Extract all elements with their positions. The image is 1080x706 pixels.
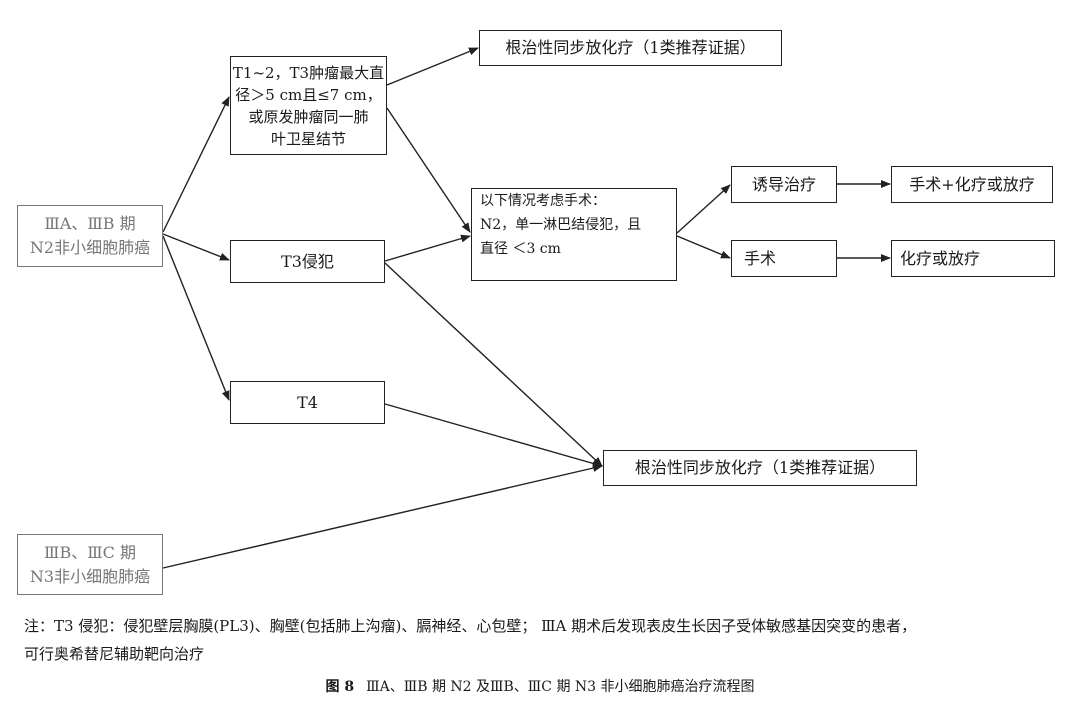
node-t4: T4 xyxy=(230,381,385,424)
footnote-line-1: 注：T3 侵犯：侵犯壁层胸膜(PL3)、胸壁(包括肺上沟瘤)、膈神经、心包壁； … xyxy=(24,617,917,635)
node-t3: T3侵犯 xyxy=(230,240,385,283)
arrow-t12-to-ccrt-top xyxy=(386,47,479,86)
node-ccrt-bottom: 根治性同步放化疗（1类推荐证据） xyxy=(603,450,917,486)
arrow-stage3ab-to-t3 xyxy=(162,233,230,261)
node-stage-3ab-line-2: N2非小细胞肺癌 xyxy=(29,238,151,257)
figure-caption: 图 8 ⅢA、ⅢB 期 N2 及ⅢB、ⅢC 期 N3 非小细胞肺癌治疗流程图 xyxy=(0,676,1080,696)
node-stage-3bc-line-2: N3非小细胞肺癌 xyxy=(29,566,151,586)
arrow-surgery-cond-to-induction xyxy=(676,184,731,234)
node-chemo-rt: 化疗或放疗 xyxy=(891,240,1055,277)
node-stage-3ab-line-1: ⅢA、ⅢB 期 xyxy=(44,214,136,233)
arrow-stage3bc-to-ccrt-bottom xyxy=(162,464,603,569)
node-surg-chemo-rt-label: 手术+化疗或放疗 xyxy=(909,174,1035,194)
arrow-t3-to-ccrt-bottom xyxy=(384,262,603,467)
node-surgery-cond: 以下情况考虑手术： N2，单一淋巴结侵犯，且 直径 ＜3 cm xyxy=(471,188,677,281)
node-chemo-rt-label: 化疗或放疗 xyxy=(900,248,981,268)
node-t4-label: T4 xyxy=(297,392,318,412)
node-ccrt-top-label: 根治性同步放化疗（1类推荐证据） xyxy=(505,38,756,57)
figure-title: ⅢA、ⅢB 期 N2 及ⅢB、ⅢC 期 N3 非小细胞肺癌治疗流程图 xyxy=(366,679,755,695)
node-t12-line-2: 径＞5 cm且≤7 cm， xyxy=(235,85,382,104)
node-induction: 诱导治疗 xyxy=(731,166,837,203)
node-t12-line-4: 叶卫星结节 xyxy=(270,129,346,148)
node-surgery-label: 手术 xyxy=(744,248,777,268)
arrow-t12-to-surgery-cond xyxy=(386,107,471,233)
node-stage-3ab: ⅢA、ⅢB 期 N2非小细胞肺癌 xyxy=(17,205,163,267)
node-t12: T1~2，T3肿瘤最大直 径＞5 cm且≤7 cm， 或原发肿瘤同一肺 叶卫星结… xyxy=(230,56,387,155)
node-ccrt-bottom-label: 根治性同步放化疗（1类推荐证据） xyxy=(634,458,886,477)
footnote-line-2: 可行奥希替尼辅助靶向治疗 xyxy=(24,645,205,663)
node-t3-label: T3侵犯 xyxy=(281,251,334,271)
figure-label: 图 8 xyxy=(325,679,355,695)
node-induction-label: 诱导治疗 xyxy=(751,174,816,194)
footnote: 注：T3 侵犯：侵犯壁层胸膜(PL3)、胸壁(包括肺上沟瘤)、膈神经、心包壁； … xyxy=(24,612,1064,668)
node-stage-3bc-line-1: ⅢB、ⅢC 期 xyxy=(44,542,136,562)
node-t12-line-1: T1~2，T3肿瘤最大直 xyxy=(232,63,385,82)
node-t12-line-3: 或原发肿瘤同一肺 xyxy=(248,107,369,126)
treatment-flowchart: ⅢA、ⅢB 期 N2非小细胞肺癌 T1~2，T3肿瘤最大直 径＞5 cm且≤7 … xyxy=(17,30,1055,595)
connector-layer xyxy=(162,47,891,569)
arrow-stage3ab-to-t12 xyxy=(162,96,230,233)
node-surgery-cond-line-3: 直径 ＜3 cm xyxy=(480,241,561,257)
node-surgery: 手术 xyxy=(731,240,837,277)
node-ccrt-top: 根治性同步放化疗（1类推荐证据） xyxy=(479,30,782,66)
node-surgery-cond-line-1: 以下情况考虑手术： xyxy=(480,193,606,209)
node-surg-chemo-rt: 手术+化疗或放疗 xyxy=(891,166,1053,203)
arrow-surgery-cond-to-surgery xyxy=(676,235,731,259)
arrow-stage3ab-to-t4 xyxy=(162,235,230,401)
arrow-t4-to-ccrt-bottom xyxy=(384,403,603,468)
node-stage-3bc: ⅢB、ⅢC 期 N3非小细胞肺癌 xyxy=(17,534,163,595)
node-surgery-cond-line-2: N2，单一淋巴结侵犯，且 xyxy=(480,217,642,233)
arrow-t3-to-surgery-cond xyxy=(384,234,471,262)
